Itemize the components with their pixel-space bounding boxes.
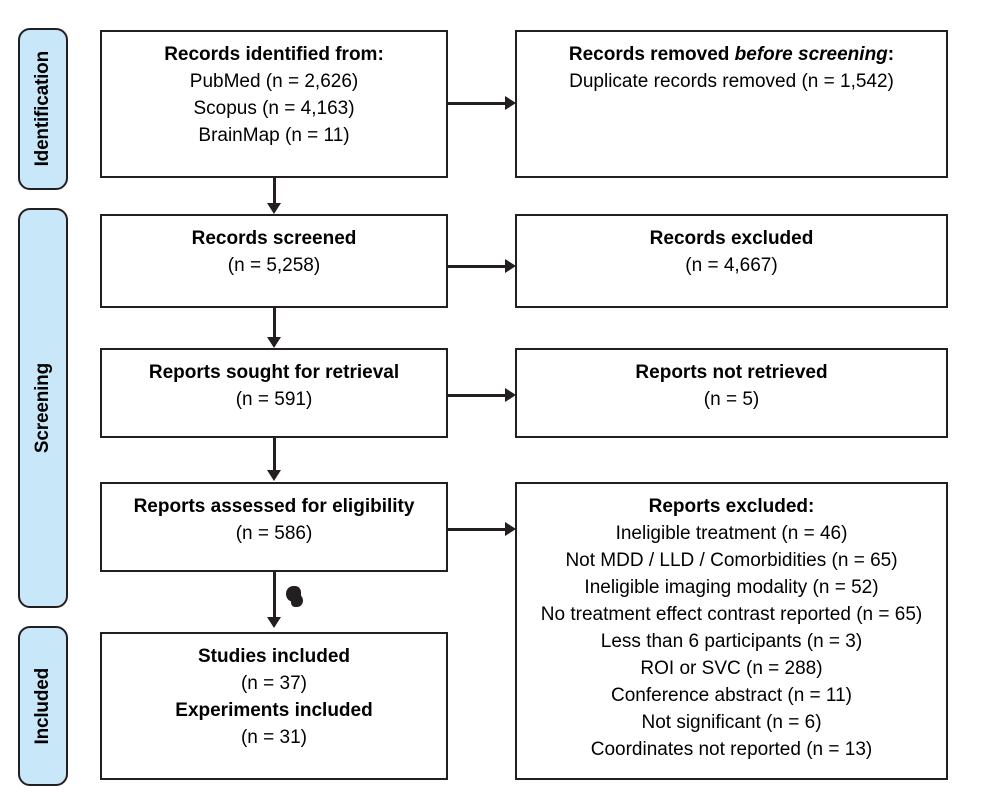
records-identified-header: Records identified from: [164, 44, 384, 65]
arrowhead-sought-to-not-retrieved [505, 388, 516, 402]
reports-not-retrieved-count: (n = 5) [703, 388, 760, 410]
records-excluded-count: (n = 4,667) [685, 254, 778, 276]
ink-smudge-artifact [286, 586, 306, 610]
reports-excluded-reason-0: Ineligible treatment (n = 46) [615, 522, 848, 544]
arrowhead-identified-to-removed [505, 96, 516, 110]
connector-identified-to-removed [447, 102, 507, 105]
studies-included-count: (n = 37) [240, 672, 307, 694]
reports-excluded-reason-1: Not MDD / LLD / Comorbidities (n = 65) [565, 549, 898, 571]
reports-not-retrieved-header: Reports not retrieved [635, 362, 828, 383]
reports-excluded-reason-8: Coordinates not reported (n = 13) [590, 738, 873, 760]
reports-excluded-reason-2: Ineligible imaging modality (n = 52) [584, 576, 879, 598]
records-screened-header: Records screened [191, 228, 357, 249]
studies-included-header: Studies included [197, 646, 351, 667]
records-screened-count: (n = 5,258) [227, 254, 321, 276]
arrowhead-assessed-to-reports-excluded [505, 522, 516, 536]
stage-tab-identification: Identification [18, 28, 68, 190]
records-identified-line-scopus: Scopus (n = 4,163) [193, 97, 355, 119]
stage-label-screening: Screening [32, 362, 53, 454]
records-identified-line-brainmap: BrainMap (n = 11) [198, 124, 350, 146]
arrowhead-identified-to-screened [267, 203, 281, 214]
reports-assessed-header: Reports assessed for eligibility [133, 496, 415, 517]
box-reports-sought: Reports sought for retrieval (n = 591) [100, 348, 448, 438]
experiments-included-header: Experiments included [175, 699, 373, 721]
connector-sought-to-assessed [273, 438, 276, 471]
connector-sought-to-not-retrieved [447, 394, 507, 397]
connector-screened-to-sought [273, 308, 276, 340]
stage-tab-included: Included [18, 626, 68, 786]
reports-assessed-count: (n = 586) [235, 522, 313, 544]
reports-excluded-reason-6: Conference abstract (n = 11) [611, 684, 852, 706]
stage-label-identification: Identification [32, 51, 53, 167]
box-studies-included: Studies included (n = 37) Experiments in… [100, 632, 448, 780]
reports-sought-count: (n = 591) [235, 388, 313, 410]
connector-assessed-to-studies-included [273, 572, 276, 618]
reports-excluded-header: Reports excluded: [648, 496, 815, 517]
ink-smudge-lobe-lower [291, 594, 303, 607]
records-removed-header-prefix: Records removed [568, 44, 735, 65]
experiments-included-count: (n = 31) [240, 726, 307, 748]
reports-excluded-reason-7: Not significant (n = 6) [641, 711, 822, 733]
stage-label-included: Included [32, 667, 53, 745]
box-records-removed: Records removed before screening: Duplic… [515, 30, 948, 178]
records-identified-line-pubmed: PubMed (n = 2,626) [189, 70, 359, 92]
arrowhead-sought-to-assessed [267, 470, 281, 481]
arrowhead-screened-to-excluded [505, 259, 516, 273]
box-reports-excluded: Reports excluded: Ineligible treatment (… [515, 482, 948, 780]
stage-tab-screening: Screening [18, 208, 68, 608]
arrowhead-screened-to-sought [267, 337, 281, 348]
records-excluded-header: Records excluded [649, 228, 814, 249]
connector-screened-to-excluded [447, 265, 507, 268]
arrowhead-assessed-to-studies-included [267, 617, 281, 628]
box-reports-not-retrieved: Reports not retrieved (n = 5) [515, 348, 948, 438]
box-records-excluded: Records excluded (n = 4,667) [515, 214, 948, 308]
records-removed-header: Records removed before screening: [517, 42, 946, 69]
reports-excluded-reason-4: Less than 6 participants (n = 3) [600, 630, 863, 652]
box-records-screened: Records screened (n = 5,258) [100, 214, 448, 308]
box-records-identified: Records identified from: PubMed (n = 2,6… [100, 30, 448, 178]
records-removed-line-duplicates: Duplicate records removed (n = 1,542) [569, 70, 894, 92]
records-removed-header-emphasis: before screening [734, 44, 888, 65]
records-removed-header-suffix: : [887, 44, 895, 65]
reports-sought-header: Reports sought for retrieval [148, 362, 400, 383]
reports-excluded-reason-3: No treatment effect contrast reported (n… [540, 603, 923, 625]
connector-identified-to-screened [273, 178, 276, 206]
box-reports-assessed: Reports assessed for eligibility (n = 58… [100, 482, 448, 572]
reports-excluded-reason-5: ROI or SVC (n = 288) [640, 657, 823, 679]
connector-assessed-to-reports-excluded [447, 528, 507, 531]
